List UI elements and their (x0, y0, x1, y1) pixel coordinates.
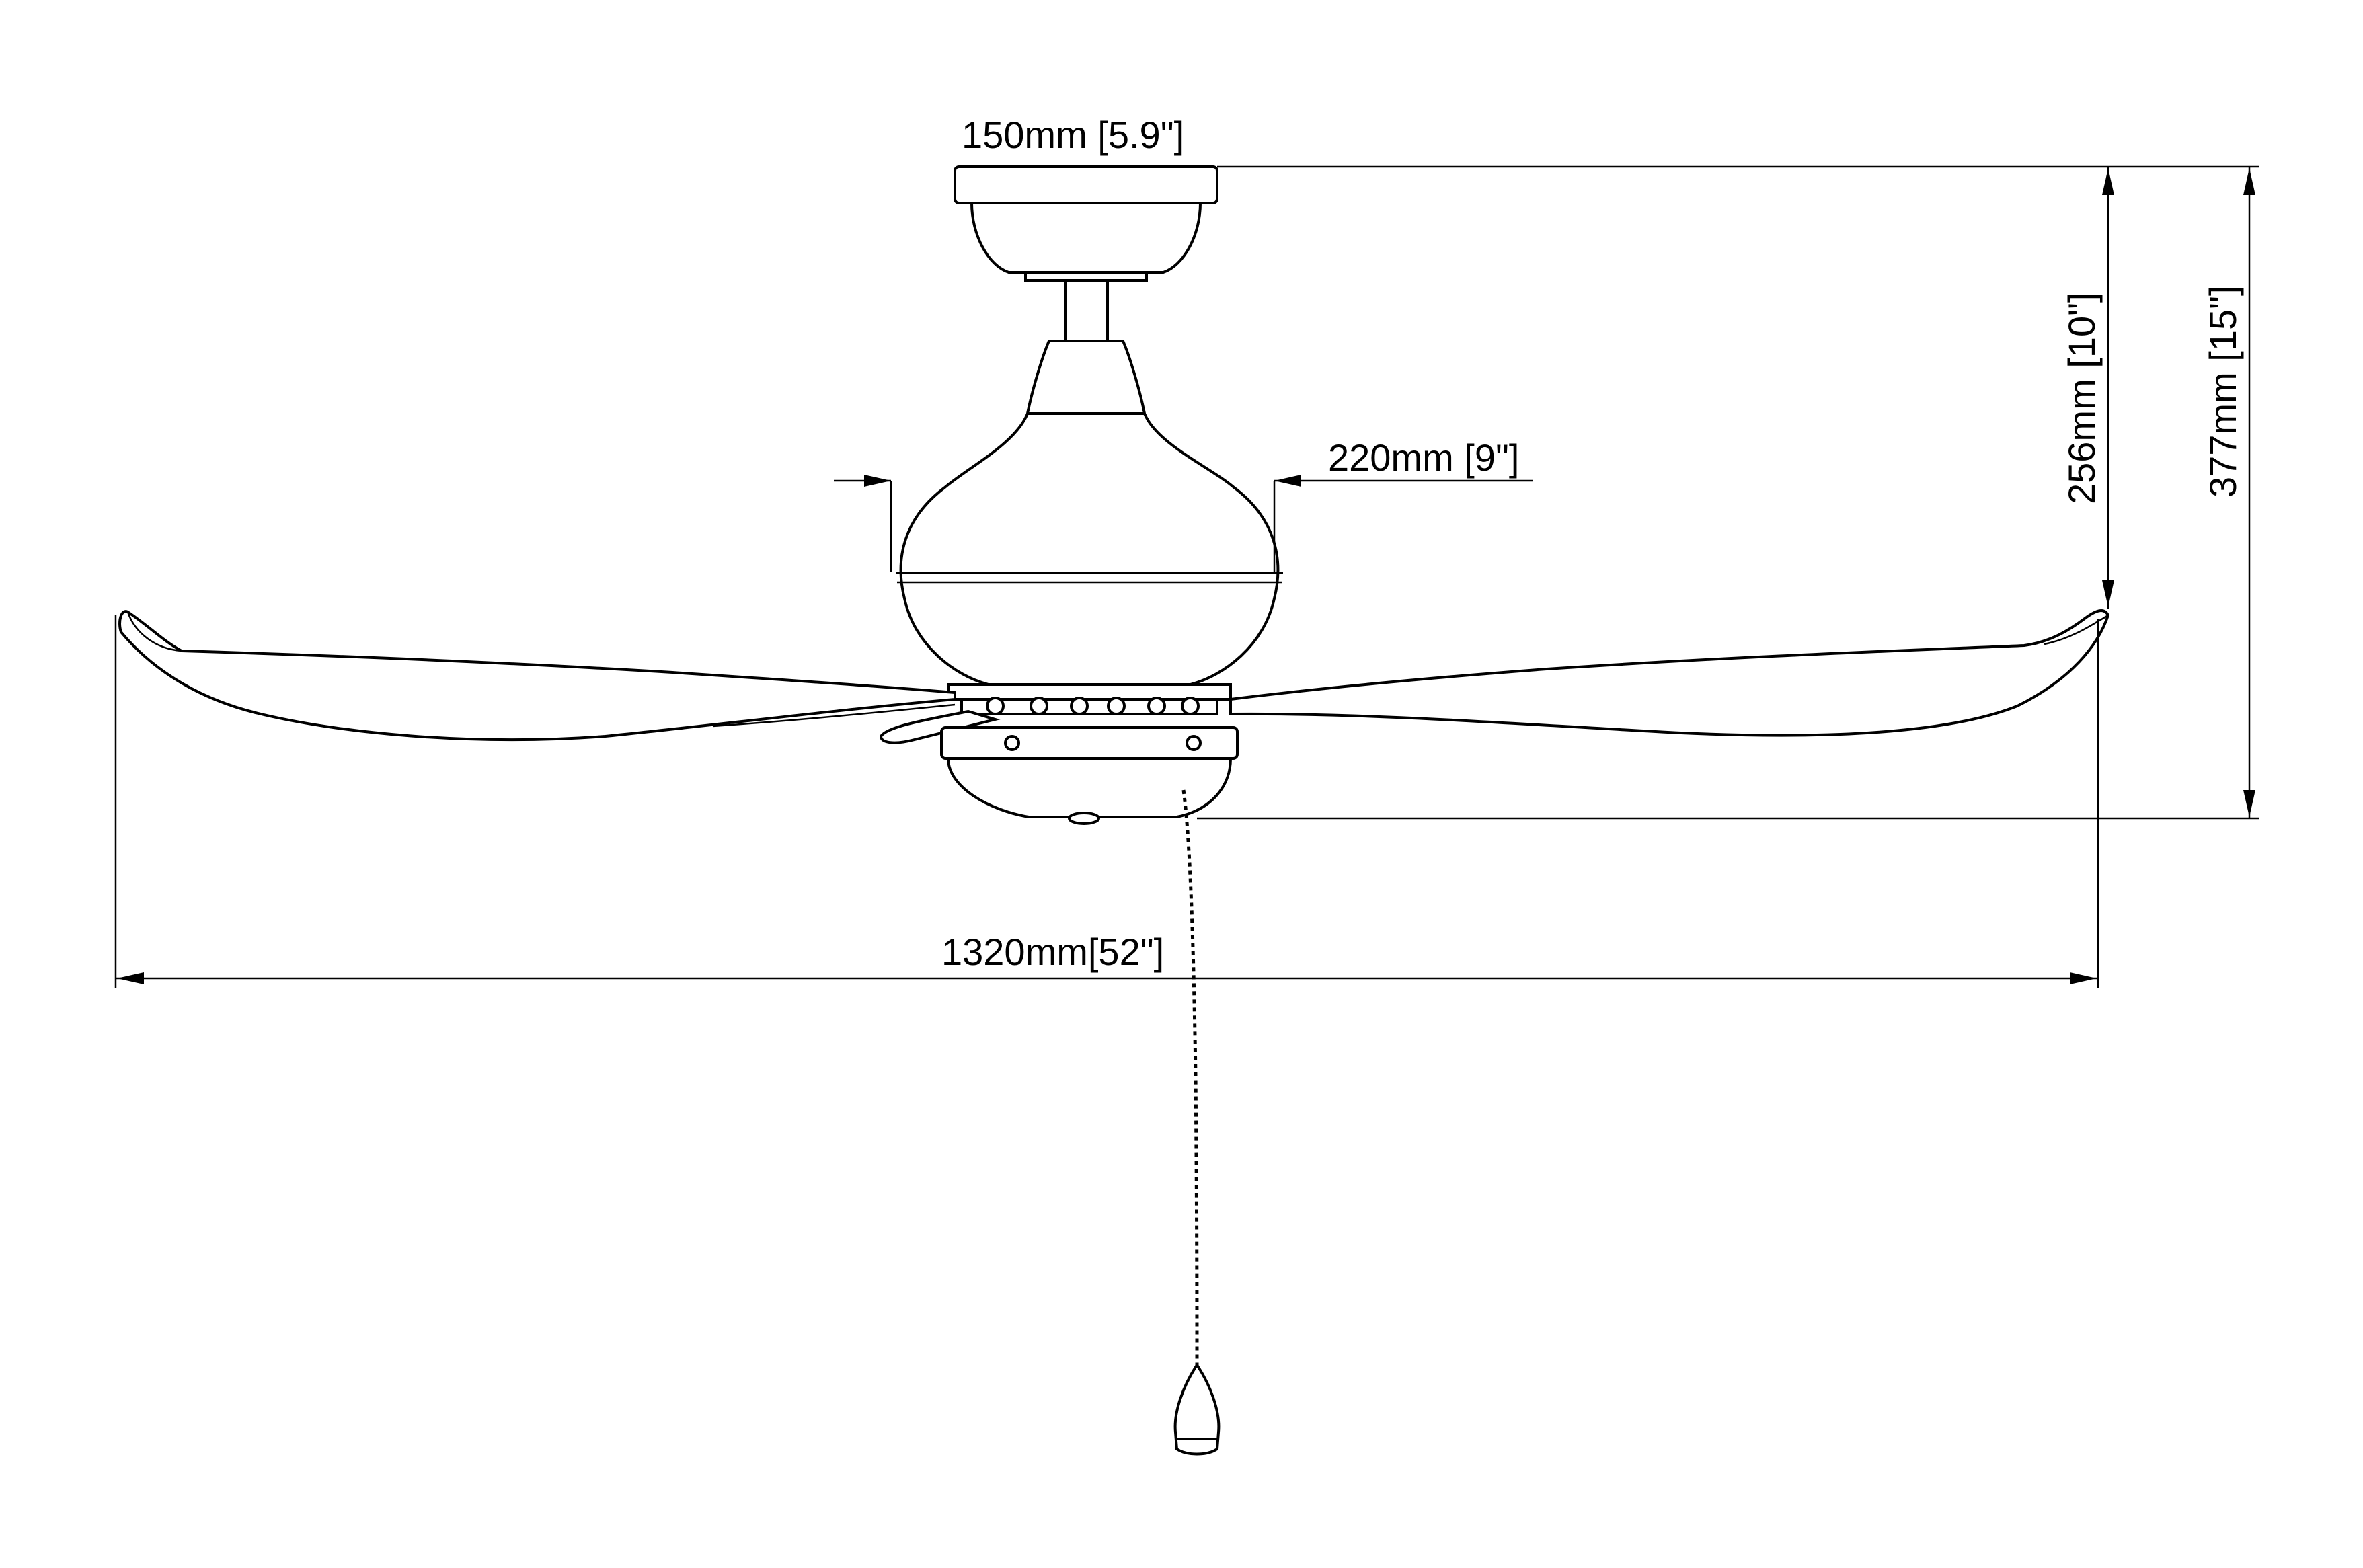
dimension-labels: 150mm [5.9"] 220mm [9"] 1320mm[52"] 256m… (941, 114, 2244, 973)
left-blade-edge (712, 703, 956, 728)
canopy-plate (954, 165, 1218, 204)
label-blade-span: 1320mm[52"] (941, 931, 1164, 973)
downrod (1064, 279, 1109, 342)
label-height-256: 256mm [10"] (2060, 292, 2103, 504)
flange-bolts (986, 697, 1200, 715)
housing-screw-right (1186, 735, 1202, 751)
arrow-motor-left (864, 475, 891, 487)
right-blade (1229, 609, 2110, 737)
motor-neck (1025, 340, 1147, 415)
label-height-377: 377mm [15"] (2202, 285, 2244, 498)
right-blade-tip (2044, 614, 2109, 645)
label-motor-width: 220mm [9"] (1328, 436, 1519, 479)
housing-cap (1068, 812, 1100, 825)
dimension-lines (114, 165, 2259, 988)
left-blade (118, 610, 956, 742)
pull-chain (1182, 789, 1199, 1366)
arrow-256-bottom (2102, 580, 2114, 607)
arrow-256-top (2102, 168, 2114, 195)
arrow-motor-right (1274, 475, 1301, 487)
pull-chain-fob (1173, 1362, 1221, 1456)
arrow-377-top (2243, 168, 2255, 195)
housing-screw-left (1004, 735, 1020, 751)
fan-body (118, 165, 2110, 1456)
motor-housing (899, 412, 1280, 686)
switch-housing-bowl (946, 757, 1233, 818)
canopy-bowl (970, 202, 1202, 274)
left-blade-tip (126, 611, 182, 652)
label-canopy-width: 150mm [5.9"] (962, 114, 1184, 156)
arrow-span-left (117, 972, 144, 984)
arrow-span-right (2070, 972, 2097, 984)
arrow-377-bottom (2243, 790, 2255, 817)
